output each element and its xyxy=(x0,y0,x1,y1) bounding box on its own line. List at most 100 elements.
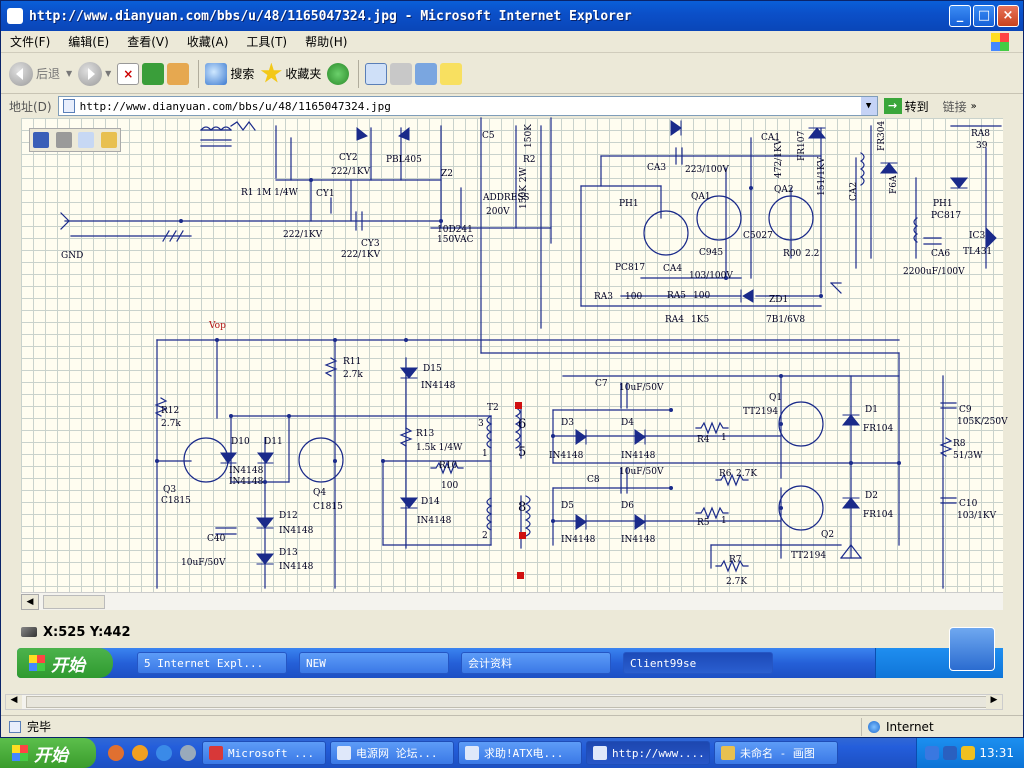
label-cy2: CY2 xyxy=(339,153,358,163)
task-microsoft[interactable]: Microsoft ... xyxy=(202,741,326,765)
links-label[interactable]: 链接 xyxy=(942,99,967,114)
close-button[interactable]: × xyxy=(997,5,1019,27)
task-paint[interactable]: 未命名 - 画图 xyxy=(714,741,838,765)
menu-help[interactable]: 帮助(H) xyxy=(305,35,348,49)
quicklaunch-ie-icon[interactable] xyxy=(156,745,172,761)
scroll-right-icon[interactable]: ▶ xyxy=(986,695,1002,709)
note-icon[interactable] xyxy=(440,62,463,85)
back-arrow-icon xyxy=(9,61,33,86)
outer-horizontal-scrollbar[interactable]: ◀ ▶ xyxy=(5,694,1003,710)
scroll-thumb-outer[interactable] xyxy=(26,696,988,708)
menu-favorites[interactable]: 收藏(A) xyxy=(186,35,229,49)
history-icon[interactable] xyxy=(327,62,350,85)
tray-shield-icon[interactable] xyxy=(961,746,976,760)
label-in4148a: IN4148 xyxy=(421,381,456,391)
address-input[interactable]: http://www.dianyuan.com/bbs/u/48/1165047… xyxy=(57,96,878,116)
label-pin8: 8 xyxy=(518,500,526,515)
menu-tools[interactable]: 工具(T) xyxy=(246,35,288,49)
scroll-left-icon[interactable]: ◀ xyxy=(6,695,22,709)
label-in4148h: IN4148 xyxy=(621,451,656,461)
label-vop: Vop xyxy=(208,321,226,331)
inner-task-client99se-label: Client99se xyxy=(630,656,697,670)
task-dianyuan-label: 电源网 论坛... xyxy=(356,747,438,760)
label-r13: R13 xyxy=(416,429,435,439)
label-r11: R11 xyxy=(343,357,361,367)
label-q4: Q4 xyxy=(313,488,326,498)
go-arrow-icon: → xyxy=(883,98,902,114)
label-cy2v: 222/1KV xyxy=(331,167,371,177)
label-ca6: CA6 xyxy=(931,249,950,259)
label-200v: 200V xyxy=(486,207,510,217)
print-icon[interactable] xyxy=(390,62,413,85)
scroll-thumb[interactable] xyxy=(43,595,105,609)
print-icon[interactable] xyxy=(55,132,72,148)
label-r2: R2 xyxy=(523,155,536,165)
edit-icon[interactable] xyxy=(415,62,438,85)
minimize-button[interactable]: _ xyxy=(949,5,971,27)
label-d5: D5 xyxy=(561,501,574,511)
inner-tray-popup-icon[interactable] xyxy=(949,627,995,671)
tray-network-icon[interactable] xyxy=(943,746,958,760)
quicklaunch-qq-icon[interactable] xyxy=(108,745,124,761)
label-r22: 2.2 xyxy=(805,249,819,259)
task-http-image[interactable]: http://www.... xyxy=(586,741,710,765)
label-ph1: PH1 xyxy=(619,199,639,209)
toolbar-separator xyxy=(358,59,360,88)
home-icon[interactable] xyxy=(167,62,190,85)
forward-button[interactable]: ▼ xyxy=(78,61,111,86)
title-bar[interactable]: http://www.dianyuan.com/bbs/u/48/1165047… xyxy=(1,1,1023,31)
zone-label: Internet xyxy=(886,720,934,734)
label-tl431: TL431 xyxy=(963,247,992,257)
favorites-button[interactable]: 收藏夹 xyxy=(260,62,321,85)
image-viewport[interactable]: R1 1M 1/4W CY1 CY2 222/1KV 222/1KV CY3 2… xyxy=(21,117,1008,592)
inner-task-accounting[interactable]: 会计资料 xyxy=(461,652,611,674)
inner-horizontal-scrollbar[interactable]: ◀ xyxy=(21,592,1003,610)
label-pin6: 6 xyxy=(518,417,526,432)
folder-icon[interactable] xyxy=(100,132,117,148)
search-button[interactable]: 搜索 xyxy=(205,62,254,85)
menu-view[interactable]: 查看(V) xyxy=(127,35,169,49)
start-button[interactable]: 开始 xyxy=(0,738,96,768)
label-ca3v: 223/100V xyxy=(685,165,729,175)
quicklaunch-more-icon[interactable] xyxy=(180,745,196,761)
inner-task-ie[interactable]: 5 Internet Expl... xyxy=(137,652,287,674)
menu-file[interactable]: 文件(F) xyxy=(10,35,51,49)
inner-task-client99se[interactable]: Client99se xyxy=(623,652,773,674)
forward-arrow-icon xyxy=(78,61,103,86)
tray-arrow-icon[interactable] xyxy=(925,746,940,760)
menu-edit[interactable]: 编辑(E) xyxy=(68,35,110,49)
save-icon[interactable] xyxy=(33,132,50,148)
ie-page-icon xyxy=(465,746,479,760)
ie-logo-icon xyxy=(7,8,23,24)
scroll-left-arrow-icon[interactable]: ◀ xyxy=(21,594,39,610)
label-d15: D15 xyxy=(423,364,442,374)
quicklaunch-media-icon[interactable] xyxy=(132,745,148,761)
label-ic3: IC3 xyxy=(969,231,985,241)
label-c9: C9 xyxy=(959,405,972,415)
maximize-button[interactable]: □ xyxy=(973,5,995,27)
label-d10: D10 xyxy=(231,437,250,447)
label-r13v: 1.5k 1/4W xyxy=(416,443,463,453)
label-pc817: PC817 xyxy=(615,263,645,273)
label-in4148f: IN4148 xyxy=(279,562,314,572)
mail-icon[interactable] xyxy=(78,132,95,148)
inner-start-button[interactable]: 开始 xyxy=(17,648,113,678)
globe-icon xyxy=(868,721,880,733)
refresh-icon[interactable] xyxy=(142,62,165,85)
task-help-atx[interactable]: 求助!ATX电... xyxy=(458,741,582,765)
label-ca2: CA2 xyxy=(849,182,859,201)
stop-icon[interactable]: × xyxy=(117,62,140,85)
label-r6v: 2.7K xyxy=(736,469,757,479)
label-cy1: CY1 xyxy=(316,189,335,199)
mail-icon[interactable] xyxy=(365,62,388,85)
status-text: 完毕 xyxy=(27,720,52,734)
label-r12: R12 xyxy=(161,406,179,416)
inner-task-new[interactable]: NEW xyxy=(299,652,449,674)
label-r10: R10 xyxy=(439,461,458,471)
go-button[interactable]: →转到 xyxy=(883,98,929,115)
links-chevron-icon[interactable]: » xyxy=(970,100,977,112)
coordinate-readout: X:525 Y:442 xyxy=(21,621,321,643)
address-dropdown-icon[interactable]: ▼ xyxy=(860,97,877,115)
back-button[interactable]: 后退▼ xyxy=(9,61,72,86)
task-dianyuan-forum[interactable]: 电源网 论坛... xyxy=(330,741,454,765)
